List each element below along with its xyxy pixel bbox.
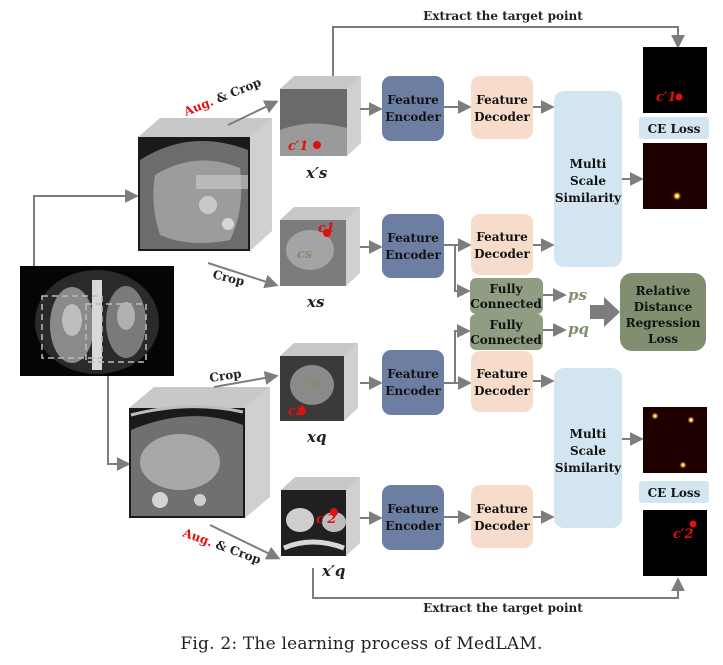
feature-decoder-3: Feature Decoder	[471, 351, 533, 412]
target-point-map-bottom	[643, 510, 707, 576]
svg-text:Relative: Relative	[636, 284, 691, 298]
c1-prime-label: c′1	[288, 139, 308, 154]
svg-text:Feature: Feature	[387, 93, 439, 107]
relative-distance-regression-loss: Relative Distance Regression Loss	[620, 273, 706, 351]
c1-prime-map-label: c′1	[656, 90, 676, 105]
svg-text:Feature: Feature	[476, 367, 528, 381]
multi-scale-similarity-bottom: Multi Scale Similarity	[554, 368, 622, 528]
svg-text:Feature: Feature	[476, 230, 528, 244]
target-point-map-top	[643, 47, 707, 113]
multi-scale-similarity-top: Multi Scale Similarity	[554, 91, 622, 267]
feature-encoder-3: Feature Encoder	[382, 350, 444, 415]
svg-text:Loss: Loss	[648, 332, 678, 346]
feature-encoder-1: Feature Encoder	[382, 76, 444, 141]
xs-prime-label: x′s	[305, 164, 328, 182]
svg-text:Regression: Regression	[626, 316, 701, 330]
svg-text:Encoder: Encoder	[385, 384, 441, 398]
feature-encoder-2: Feature Encoder	[382, 214, 444, 278]
crop-label-top: Crop	[211, 267, 246, 288]
bottom-extract-path	[312, 568, 685, 599]
c1-label: c1	[318, 221, 335, 236]
svg-text:Encoder: Encoder	[385, 248, 441, 262]
svg-text:CE Loss: CE Loss	[648, 122, 701, 136]
svg-text:Multi: Multi	[570, 427, 607, 441]
c2-prime-map-label: c′2	[673, 527, 693, 542]
svg-text:Encoder: Encoder	[385, 110, 441, 124]
svg-text:Aug. & Crop: Aug. & Crop	[181, 75, 263, 119]
svg-text:Decoder: Decoder	[474, 519, 530, 533]
svg-text:Encoder: Encoder	[385, 519, 441, 533]
svg-text:Multi: Multi	[570, 157, 607, 171]
ce-loss-bottom: CE Loss	[639, 481, 709, 503]
svg-text:Distance: Distance	[634, 300, 693, 314]
svg-text:Decoder: Decoder	[474, 384, 530, 398]
ce-loss-top: CE Loss	[639, 117, 709, 139]
svg-text:Decoder: Decoder	[474, 247, 530, 261]
feature-decoder-4: Feature Decoder	[471, 485, 533, 548]
c2-label: c2	[288, 404, 305, 419]
bottom-extract-label: Extract the target point	[423, 601, 583, 615]
crop-label-bottom: Crop	[208, 367, 242, 385]
svg-text:Decoder: Decoder	[474, 110, 530, 124]
feature-encoder-4: Feature Encoder	[382, 485, 444, 550]
svg-text:Fully: Fully	[489, 282, 523, 296]
c2-prime-label: c′2	[316, 512, 336, 527]
cs-label: cs	[297, 247, 313, 262]
svg-text:Scale: Scale	[570, 174, 606, 188]
top-extract-label: Extract the target point	[423, 9, 583, 23]
xq-prime-label: x′q	[321, 562, 345, 580]
svg-text:Feature: Feature	[387, 502, 439, 516]
svg-text:Scale: Scale	[570, 444, 606, 458]
feature-decoder-1: Feature Decoder	[471, 76, 533, 139]
fully-connected-2: Fully Connected	[470, 314, 543, 350]
top-extract-path	[332, 26, 685, 76]
patch-xq-prime	[281, 477, 360, 556]
svg-text:Similarity: Similarity	[555, 191, 622, 205]
svg-text:Connected: Connected	[470, 333, 542, 347]
svg-text:Feature: Feature	[387, 231, 439, 245]
similarity-heatmap-bottom	[643, 407, 707, 473]
svg-text:Fully: Fully	[489, 318, 523, 332]
svg-text:Feature: Feature	[387, 367, 439, 381]
query-volume-cube	[129, 387, 270, 518]
svg-text:Feature: Feature	[476, 502, 528, 516]
svg-text:CE Loss: CE Loss	[648, 486, 701, 500]
svg-text:Connected: Connected	[470, 297, 542, 311]
ps-label: ps	[568, 286, 587, 304]
figure-caption: Fig. 2: The learning process of MedLAM.	[180, 634, 543, 654]
loss-arrow	[590, 297, 620, 327]
patch-xs-prime	[280, 76, 361, 156]
pq-label: pq	[568, 320, 589, 338]
svg-text:Similarity: Similarity	[555, 461, 622, 475]
feature-decoder-2: Feature Decoder	[471, 214, 533, 275]
fully-connected-1: Fully Connected	[470, 278, 543, 314]
svg-text:Feature: Feature	[476, 93, 528, 107]
coronal-ct-image	[20, 266, 174, 376]
aug-crop-label-top: Aug. & Crop	[181, 75, 263, 119]
xq-label: xq	[306, 428, 326, 446]
support-volume-cube	[138, 118, 272, 251]
cq-label: cq	[304, 375, 321, 390]
similarity-heatmap-top	[643, 143, 707, 209]
patch-xq	[280, 343, 358, 421]
patch-xs	[280, 207, 360, 286]
xs-label: xs	[306, 293, 325, 311]
